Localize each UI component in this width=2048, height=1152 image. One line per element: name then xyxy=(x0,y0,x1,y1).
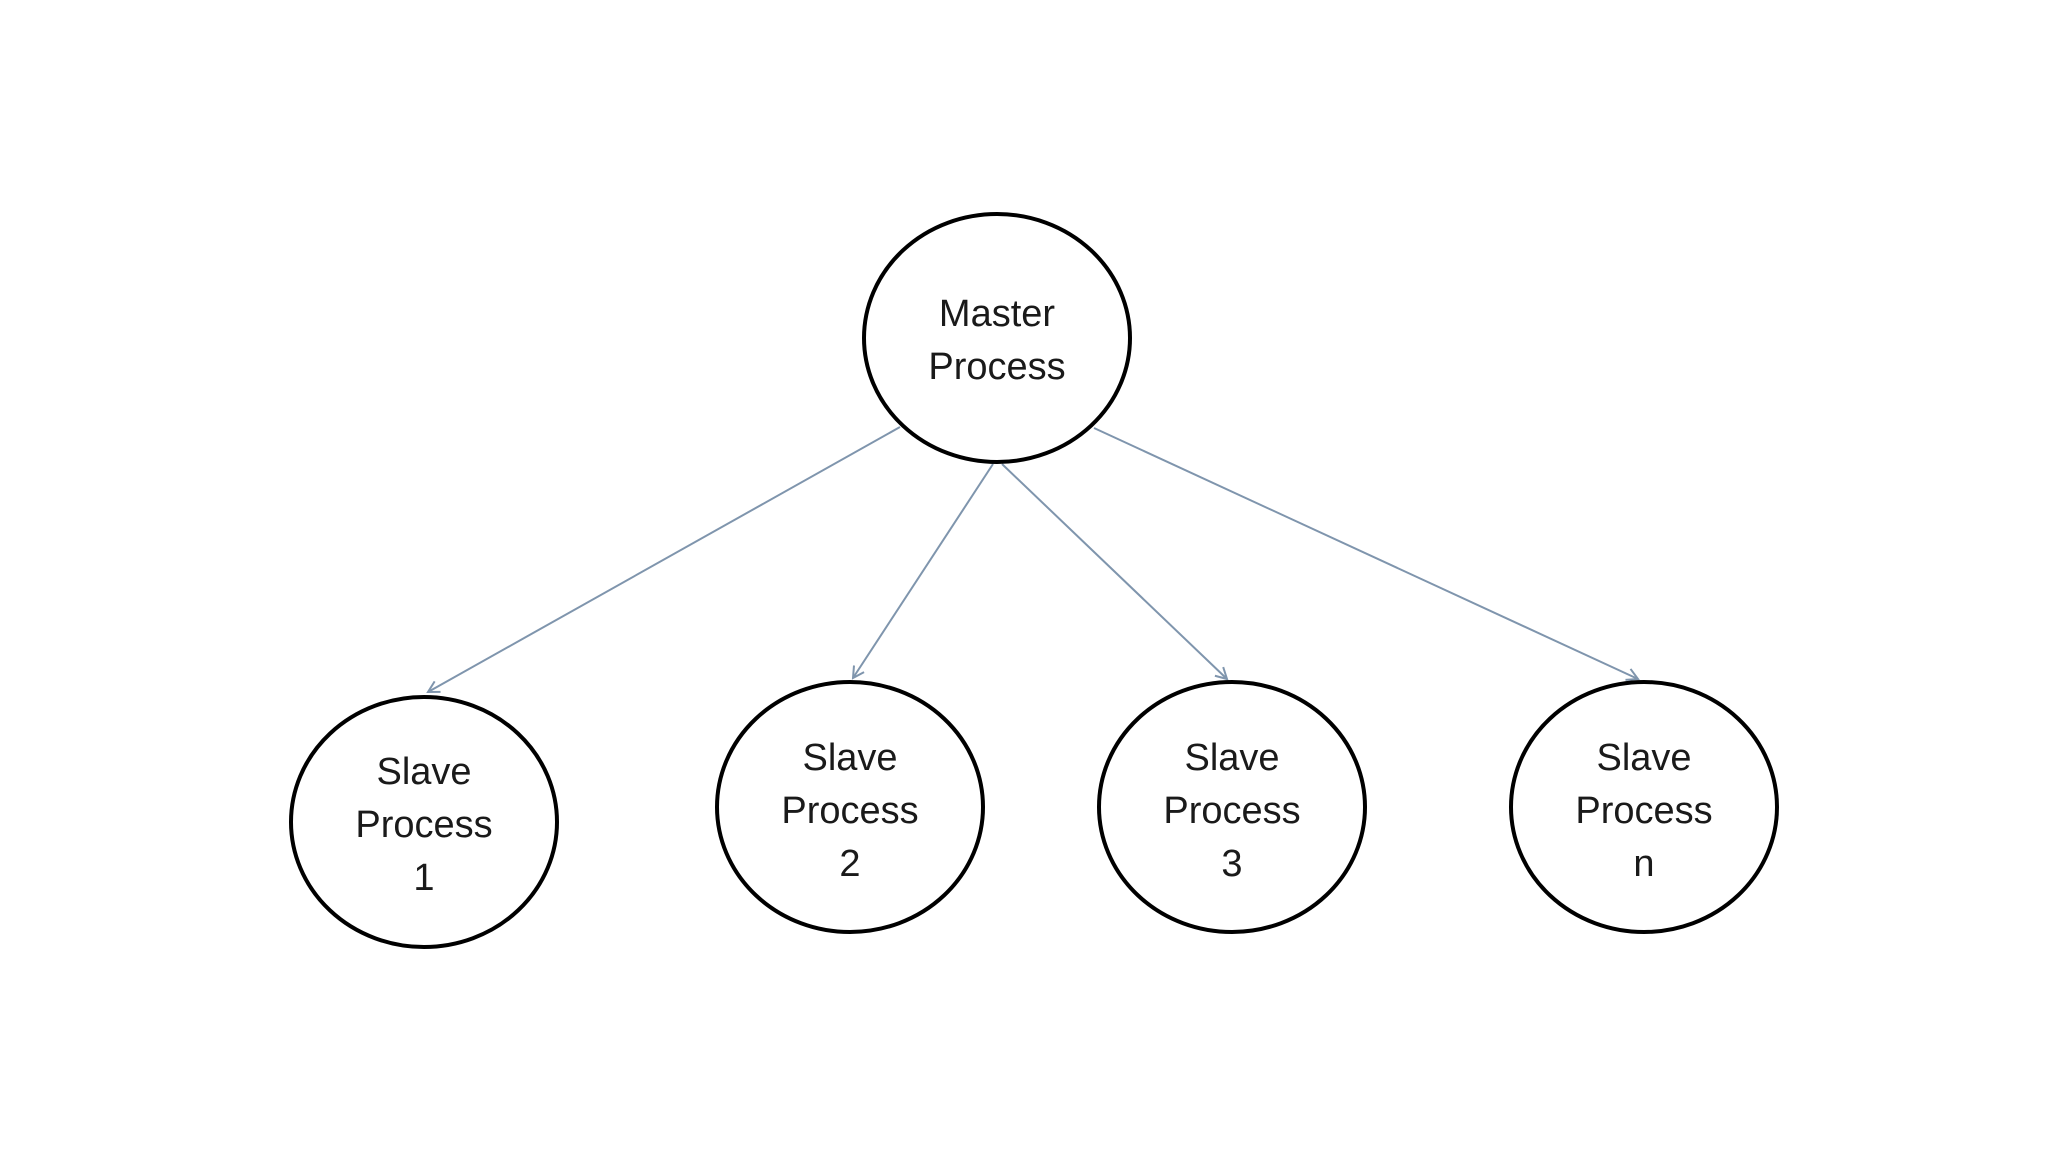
master-label-line-2: Process xyxy=(928,346,1065,388)
master-label-line-1: Master xyxy=(939,293,1055,335)
edge-master-to-slave-n xyxy=(1093,427,1638,679)
slave-2-label-line-2: Process xyxy=(781,790,918,832)
master-process-label: Master xyxy=(939,293,1055,335)
edge-master-to-slave-3 xyxy=(1001,463,1227,679)
slave-1-label-line-1: Slave xyxy=(376,751,471,793)
slave-n-label-line-2: Process xyxy=(1575,790,1712,832)
slave-2-label-line-3: 2 xyxy=(839,843,860,885)
slave-process-n-node: Slave Process n xyxy=(1509,680,1779,934)
edges xyxy=(428,426,1638,692)
slave-3-label-line-3: 3 xyxy=(1221,843,1242,885)
master-process-label-2: Process xyxy=(928,346,1065,388)
edge-master-to-slave-1 xyxy=(428,426,901,692)
master-process-circle xyxy=(862,212,1132,464)
slave-3-label-line-1: Slave xyxy=(1184,737,1279,779)
slave-process-2-node: Slave Process 2 xyxy=(715,680,985,934)
slave-process-n-circle xyxy=(1509,680,1779,934)
slave-1-label-line-2: Process xyxy=(355,804,492,846)
slave-process-1-circle xyxy=(289,695,559,949)
slave-process-2-circle xyxy=(715,680,985,934)
slave-process-3-circle xyxy=(1097,680,1367,934)
slave-2-label-line-1: Slave xyxy=(802,737,897,779)
edge-master-to-slave-2 xyxy=(853,463,994,678)
master-process-node: Master Process xyxy=(862,212,1132,464)
slave-process-1-node: Slave Process 1 xyxy=(289,695,559,949)
slave-n-label-line-1: Slave xyxy=(1596,737,1691,779)
slave-process-3-node: Slave Process 3 xyxy=(1097,680,1367,934)
slave-1-label-line-3: 1 xyxy=(413,857,434,899)
slave-n-label-line-3: n xyxy=(1633,843,1654,885)
slave-3-label-line-2: Process xyxy=(1163,790,1300,832)
